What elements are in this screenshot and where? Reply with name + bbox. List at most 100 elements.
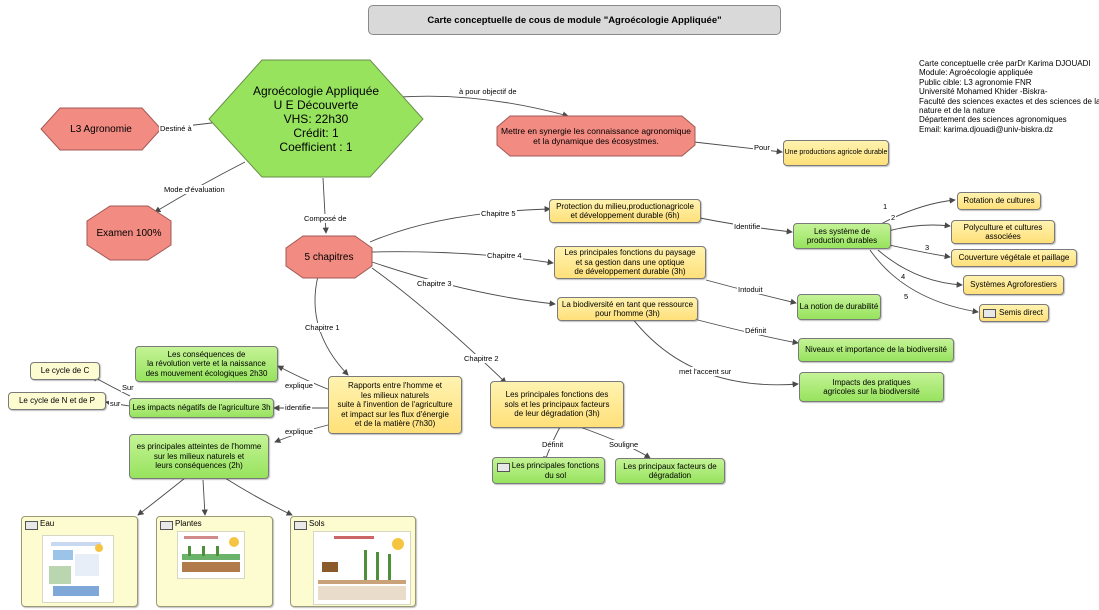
examen-octagon-shape — [86, 205, 172, 261]
atteintes-line: sur les milieux naturels et — [153, 451, 245, 461]
info-line: Module: Agroécologie appliquée — [919, 68, 1033, 78]
plantes-card[interactable]: Plantes — [156, 516, 273, 607]
attachment-icon — [294, 521, 307, 530]
map-title: Carte conceptuelle de cous de module "Ag… — [368, 5, 781, 35]
link-label-souligne: Souligne — [608, 440, 640, 449]
link-label-chapitre1: Chapitre 1 — [304, 323, 341, 332]
chapitres-node[interactable]: 5 chapitres — [304, 251, 354, 263]
impacts-biodiversite-node[interactable]: Impacts des pratiques agricoles sur la b… — [799, 372, 944, 402]
link-label-pour: Pour — [753, 143, 771, 152]
link-label-definit: Définit — [541, 440, 565, 449]
eau-thumbnail-image — [42, 535, 114, 603]
consequences-line: Les conséquences de — [167, 349, 246, 359]
main-credit: Crédit: 1 — [293, 126, 339, 140]
durabilite-node[interactable]: La notion de durabilité — [797, 294, 881, 320]
chapitre2-line: Les principales fonctions des — [505, 390, 609, 400]
atteintes-line: leurs conséquences (2h) — [155, 461, 243, 471]
impacts-negatifs-node[interactable]: Les impacts négatifs de l'agriculture 3h — [129, 398, 274, 418]
link-label-compose: Composé de — [303, 214, 348, 223]
systeme-line: Les système de — [813, 226, 871, 236]
fonctions-line: du sol — [544, 470, 567, 480]
main-title: Agroécologie Appliquée — [252, 84, 380, 98]
chapitre4-line: de développement durable (3h) — [574, 267, 686, 277]
objectif-line: et la dynamique des écosystmes. — [533, 136, 659, 146]
polyculture-node[interactable]: Polyculture et cultures associées — [951, 220, 1055, 244]
examen-node[interactable]: Examen 100% — [96, 227, 162, 239]
link-label-chapitre2: Chapitre 2 — [463, 354, 500, 363]
link-label-number: 5 — [903, 292, 910, 301]
info-line: Université Mohamed Khider -Biskra- — [919, 87, 1048, 97]
attachment-icon — [160, 521, 173, 530]
l3-agronomie[interactable]: L3 Agronomie — [70, 123, 132, 135]
link-label-identifie: identifie — [284, 403, 312, 412]
chapitre3-node[interactable]: La biodiversité en tant que ressource po… — [557, 297, 698, 321]
plantes-label: Plantes — [175, 519, 202, 528]
info-line: Public cible: L3 agronomie FNR — [919, 77, 1032, 87]
chapitre4-node[interactable]: Les principales fonctions du paysage et … — [554, 246, 706, 279]
chapitre1-line: et de la matière (7h30) — [354, 419, 436, 429]
cycle-np-node[interactable]: Le cycle de N et de P — [8, 392, 106, 410]
info-line: Email: karima.djouadi@univ-biskra.dz — [919, 124, 1053, 134]
attachment-icon — [983, 309, 996, 318]
polyculture-line: associées — [985, 232, 1021, 241]
atteintes-line: es principales atteintes de l'homme — [136, 442, 262, 452]
chapitre5-node[interactable]: Protection du milieu,productionagricole … — [549, 199, 701, 223]
facteurs-line: dégradation — [648, 471, 692, 480]
link-label-destine: Destiné à — [159, 124, 193, 133]
link-label-sur: Sur — [121, 383, 135, 392]
fonctions-sol-node[interactable]: Les principales fonctions du sol — [492, 457, 605, 484]
consequences-line: des mouvement écologiques 2h30 — [145, 368, 268, 378]
chapitre2-node[interactable]: Les principales fonctions des sols et le… — [490, 381, 624, 428]
info-line: nature et de la nature — [919, 106, 996, 116]
chapitre5-line: Protection du milieu,productionagricole — [556, 201, 694, 211]
agroforestiers-node[interactable]: Systèmes Agroforestiers — [963, 275, 1064, 295]
link-label-number: 3 — [924, 243, 931, 252]
main-concept[interactable]: Agroécologie Appliquée U E Découverte VH… — [207, 59, 425, 179]
link-label-chapitre5: Chapitre 5 — [480, 209, 517, 218]
consequences-line: la révolution verte et la naissance — [147, 359, 266, 369]
main-ue: U E Découverte — [273, 98, 359, 112]
link-label-explique: explique — [284, 381, 314, 390]
niveaux-node[interactable]: Niveaux et importance de la biodiversité — [798, 338, 954, 362]
main-hexagon-shape — [208, 59, 424, 178]
link-label-definit: Définit — [744, 326, 768, 335]
couverture-node[interactable]: Couverture végétale et paillage — [951, 249, 1077, 267]
info-line: Faculté des sciences exactes et des scie… — [919, 96, 1099, 106]
chapitre2-line: de leur dégradation (3h) — [514, 409, 600, 419]
link-label-intoduit: Intoduit — [737, 285, 764, 294]
sols-card[interactable]: Sols — [290, 516, 416, 607]
production-node[interactable]: Une productions agricole durable — [783, 140, 889, 166]
atteintes-node[interactable]: es principales atteintes de l'homme sur … — [129, 434, 269, 479]
attachment-icon — [25, 521, 38, 530]
chapitre3-line: La biodiversité en tant que ressource — [561, 299, 694, 309]
semis-label: Semis direct — [998, 308, 1043, 318]
attachment-icon — [497, 463, 510, 472]
chapitre4-line: Les principales fonctions du paysage — [564, 248, 696, 258]
link-label-explique: explique — [284, 427, 314, 436]
cycle-c-node[interactable]: Le cycle de C — [30, 362, 100, 380]
impacts-line: Impacts des pratiques — [832, 377, 911, 387]
rotation-node[interactable]: Rotation de cultures — [957, 192, 1041, 210]
facteurs-node[interactable]: Les principaux facteurs de dégradation — [615, 458, 725, 484]
chapitre2-line: sols et les principaux facteurs — [504, 399, 610, 409]
chapitre4-line: et sa gestion dans une optique — [575, 257, 685, 267]
chapitre5-line: et développement durable (6h) — [570, 211, 680, 220]
link-label-number: 2 — [890, 213, 897, 222]
objectif-node[interactable]: Mettre en synergie les connaissance agro… — [496, 115, 696, 157]
eau-label: Eau — [40, 519, 55, 528]
impacts-line: agricoles sur la biodiversité — [823, 387, 920, 396]
info-line: Département des sciences agronomiques — [919, 115, 1067, 125]
link-label-identifie: Identifie — [733, 222, 762, 231]
chapitre1-node[interactable]: Rapports entre l'homme et les milieux na… — [328, 376, 462, 434]
consequences-node[interactable]: Les conséquences de la révolution verte … — [135, 346, 278, 382]
link-label-objectif: à pour objectif de — [458, 87, 518, 96]
link-label-mode: Mode d'évaluation — [163, 185, 226, 194]
eau-card[interactable]: Eau — [21, 516, 138, 607]
chapitre1-line: les milieux naturels — [360, 390, 430, 400]
link-label-number: 4 — [900, 272, 907, 281]
objectif-octagon-shape — [496, 115, 696, 157]
sols-label: Sols — [309, 519, 325, 528]
semis-direct-node[interactable]: Semis direct — [979, 304, 1049, 322]
systeme-production-node[interactable]: Les système de production durables — [793, 223, 891, 249]
main-vhs: VHS: 22h30 — [283, 112, 349, 126]
